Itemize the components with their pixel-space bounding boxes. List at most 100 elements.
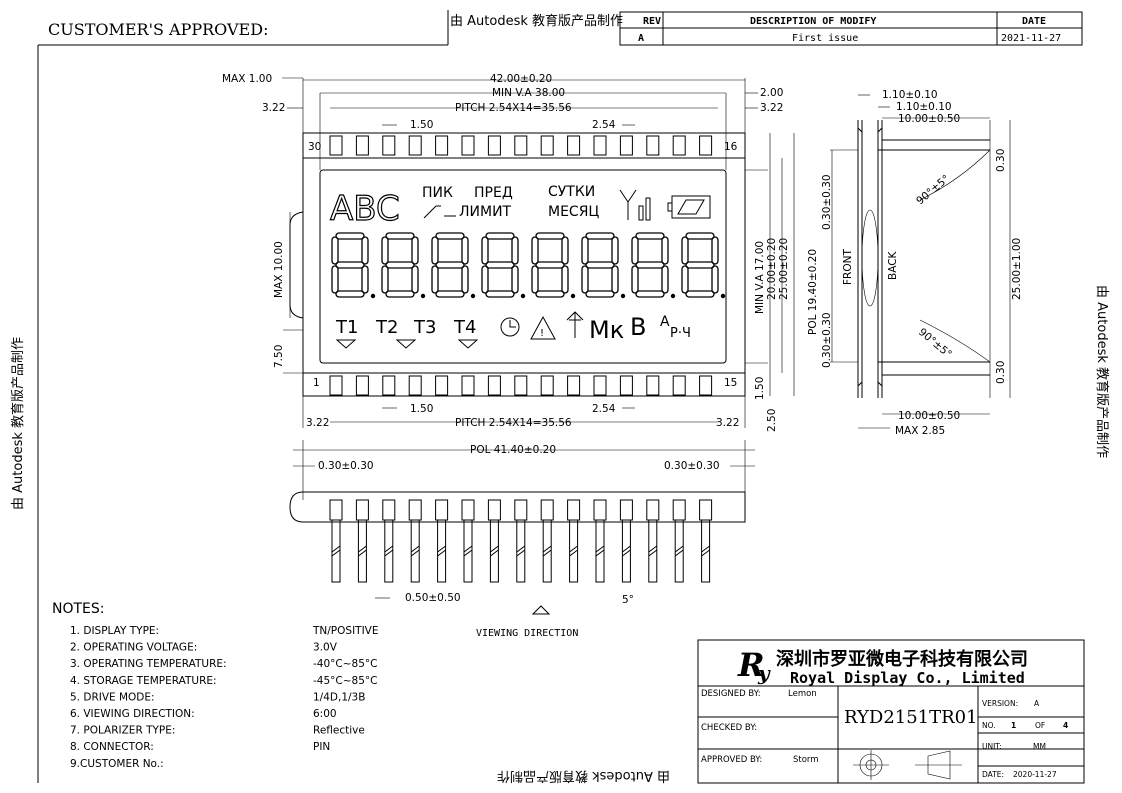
pin-leg-head <box>435 499 449 521</box>
pin-leg <box>569 520 579 583</box>
segment <box>435 261 465 269</box>
pin-top <box>435 135 449 156</box>
arrow-t1-icon <box>335 339 357 349</box>
pin-leg-head <box>408 499 422 521</box>
dim-angle5: 5° <box>622 594 634 606</box>
designer: Lemon <box>788 689 817 699</box>
warning-icon: ! <box>530 315 556 340</box>
pin-leg <box>463 520 473 583</box>
approved-by-label: APPROVED BY: <box>701 755 762 765</box>
pin-leg-head <box>355 499 369 521</box>
note-value: 3.0V <box>313 642 338 654</box>
watermark-bottom: 由 Autodesk 教育版产品制作 <box>497 768 670 784</box>
note-value: Reflective <box>313 725 365 737</box>
lcd-b: В <box>630 313 646 341</box>
segment <box>581 265 589 294</box>
pin-bottom <box>593 375 607 396</box>
side-view: 90°±5° 90°±5° FRONT BACK 1.10±0.10 1.10±… <box>807 89 1023 437</box>
watermark-right: 由 Autodesk 教育版产品制作 <box>1094 285 1110 458</box>
seven-segment-digit <box>331 232 376 299</box>
segment <box>535 290 565 298</box>
segment <box>531 236 539 265</box>
date: 2020-11-27 <box>1013 770 1057 779</box>
segment <box>681 236 689 265</box>
pin-bottom <box>672 375 686 396</box>
lcd-t4: T4 <box>453 317 476 338</box>
segment <box>485 232 515 240</box>
no-value: 1 <box>1011 721 1016 730</box>
pin-leg-head <box>487 499 501 521</box>
viewing-arrow-icon <box>531 605 551 615</box>
note-value: -45°C~85°C <box>313 675 377 687</box>
company-cn: 深圳市罗亚微电子科技有限公司 <box>776 648 1028 670</box>
decimal-point <box>720 293 726 299</box>
lcd-pred: ПРЕД <box>474 185 513 201</box>
dim-150-right: 1.50 <box>754 377 766 400</box>
part-no: RYD2151TR01 <box>844 707 978 728</box>
dim-322-tl: 3.22 <box>262 102 285 114</box>
pin-bottom <box>329 375 343 396</box>
pin-top <box>619 135 633 156</box>
pin-30: 30 <box>308 141 321 153</box>
segment <box>461 265 469 294</box>
dim-050: 0.50±0.50 <box>405 592 461 604</box>
lcd-mk: Мк <box>589 316 624 344</box>
unit-label: UNIT: <box>982 742 1002 751</box>
pin-top <box>672 135 686 156</box>
segment <box>335 290 365 298</box>
segment <box>535 232 565 240</box>
segment <box>685 290 715 298</box>
seven-segment-digit <box>631 232 676 299</box>
segment <box>381 265 389 294</box>
segment <box>661 265 669 294</box>
dim-322-br: 3.22 <box>716 417 739 429</box>
dim-250-right: 2.50 <box>766 409 778 432</box>
segment <box>685 261 715 269</box>
pin-leg <box>357 520 367 583</box>
pin-legs <box>329 499 713 583</box>
segment <box>361 236 369 265</box>
segment <box>685 232 715 240</box>
segment <box>331 236 339 265</box>
side-angle-bottom: 90°±5° <box>916 326 954 360</box>
segment <box>435 232 465 240</box>
up-arrow-icon <box>566 311 584 338</box>
segment <box>335 232 365 240</box>
decimal-point <box>620 293 626 299</box>
battery-icon <box>667 195 711 219</box>
dim-322-tr: 3.22 <box>760 102 783 114</box>
customer-approved: CUSTOMER'S APPROVED: <box>48 20 268 39</box>
pin-top <box>646 135 660 156</box>
lcd-t1: T1 <box>335 317 358 338</box>
pin-leg <box>701 520 711 583</box>
dim-254-bottom: 2.54 <box>592 403 616 415</box>
segment <box>335 261 365 269</box>
notes-title: NOTES: <box>52 601 105 617</box>
segment <box>631 265 639 294</box>
seven-segment-digit <box>531 232 576 299</box>
note-label: 3. OPERATING TEMPERATURE: <box>70 658 227 670</box>
side-angle-top: 90°±5° <box>914 173 952 207</box>
segment <box>431 236 439 265</box>
pin-1: 1 <box>313 377 320 389</box>
pitch-top: PITCH 2.54X14=35.56 <box>455 102 572 114</box>
side-030b: 0.30 <box>995 361 1007 384</box>
svg-text:R: R <box>737 646 765 684</box>
company-logo: R y <box>737 646 771 685</box>
rev-a: A <box>638 33 644 44</box>
svg-text:!: ! <box>540 328 544 339</box>
projection-symbol-icon <box>853 750 962 780</box>
side-front: FRONT <box>842 249 854 285</box>
front-view: 30 16 1 15 MAX 1.00 42.00±0.20 MIN V.A 3… <box>222 73 795 639</box>
segment <box>431 265 439 294</box>
pins-top <box>329 135 713 156</box>
pin-leg-head <box>593 499 607 521</box>
pin-leg-head <box>619 499 633 521</box>
svg-text:y: y <box>757 661 771 685</box>
dim-030-left: 0.30±0.30 <box>318 460 374 472</box>
pin-leg-head <box>382 499 396 521</box>
watermark-top: 由 Autodesk 教育版产品制作 <box>450 13 623 29</box>
dim-254-top: 2.54 <box>592 119 616 131</box>
segment <box>585 232 615 240</box>
